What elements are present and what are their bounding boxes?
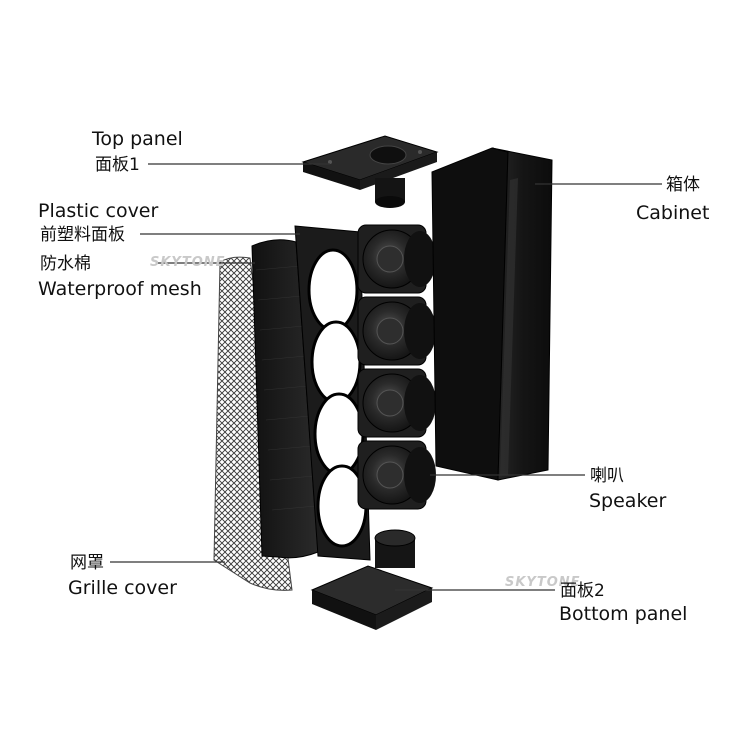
- top-panel-label-en: Top panel: [92, 128, 183, 150]
- speaker-label-en: Speaker: [589, 490, 667, 512]
- plastic-cover: [294, 225, 371, 561]
- waterproof-label-cn: 防水棉: [40, 254, 91, 274]
- top-panel-label-cn: 面板1: [95, 155, 140, 175]
- speaker-driver-icon: [357, 368, 436, 438]
- plastic-cover-label-cn: 前塑料面板: [40, 225, 125, 245]
- cabinet-label-cn: 箱体: [666, 175, 700, 195]
- speaker-driver-icon: [357, 224, 436, 294]
- leader-lines: [110, 163, 662, 591]
- bottom-panel-label-en: Bottom panel: [559, 603, 688, 625]
- grille-label-cn: 网罩: [70, 553, 104, 573]
- speaker-driver-icon: [357, 440, 436, 510]
- grille-label-en: Grille cover: [68, 577, 177, 599]
- waterproof-label-en: Waterproof mesh: [38, 278, 202, 300]
- bottom-panel-label-cn: 面板2: [560, 581, 605, 601]
- watermark: SKYTONE: [505, 575, 581, 590]
- cabinet: [431, 147, 553, 481]
- speaker-stack: [357, 224, 436, 510]
- watermark: SKYTONE: [150, 255, 226, 270]
- plastic-cover-label-en: Plastic cover: [38, 200, 159, 222]
- cabinet-label-en: Cabinet: [636, 202, 710, 224]
- speaker-driver-icon: [357, 296, 436, 366]
- top-panel: [301, 135, 439, 208]
- bottom-panel: [310, 529, 434, 630]
- speaker-label-cn: 喇叭: [590, 466, 624, 486]
